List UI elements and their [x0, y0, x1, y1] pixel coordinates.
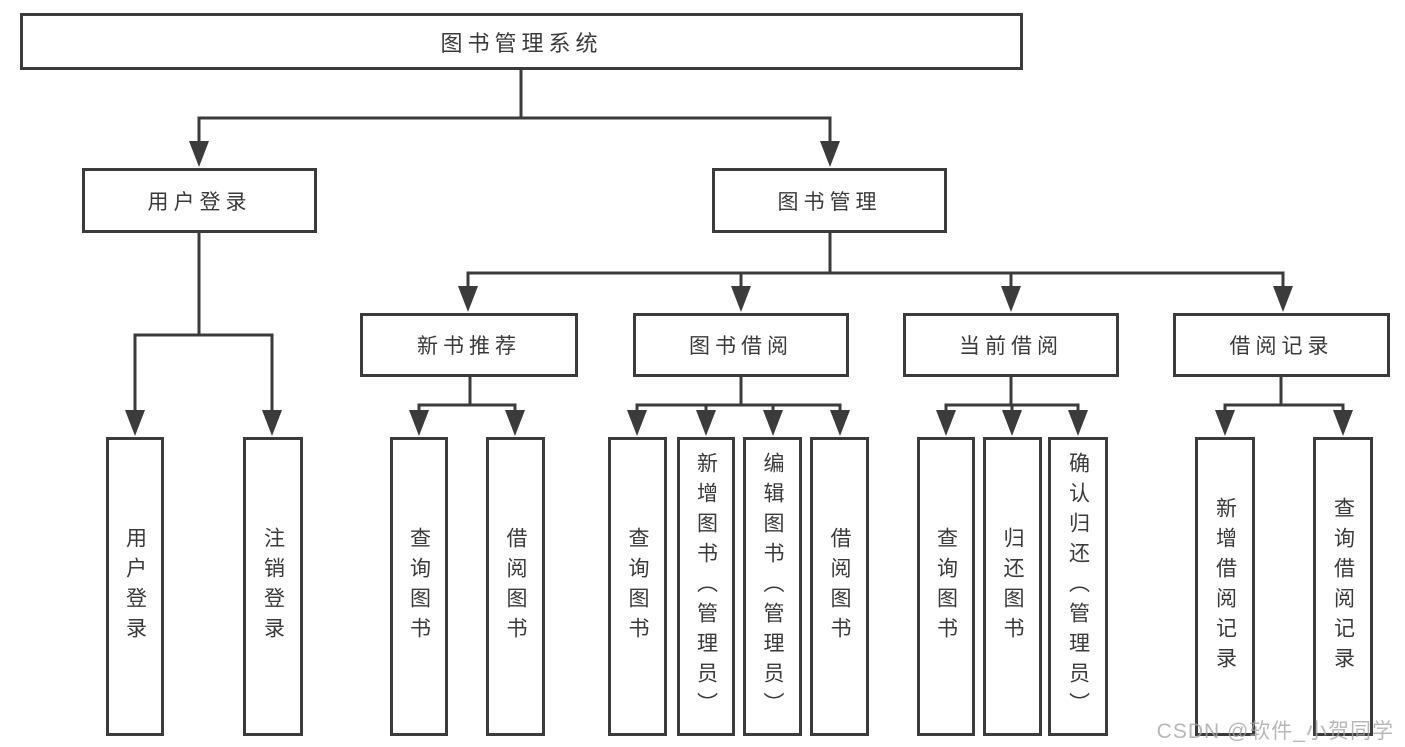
node-user-login: 用户登录 — [82, 168, 317, 233]
node-book-management: 图书管理 — [712, 168, 947, 233]
node-leaf-return-book: 归还图书 — [983, 437, 1042, 736]
node-leaf-query-books-1-label: 查询图书 — [407, 526, 431, 647]
node-book-management-label: 图书管理 — [777, 190, 882, 214]
node-leaf-confirm-return-admin-label: 确认归还（管理员） — [1066, 451, 1090, 722]
node-leaf-query-books-3-label: 查询图书 — [934, 526, 958, 647]
node-leaf-query-borrow-record: 查询借阅记录 — [1313, 437, 1373, 736]
node-book-borrowing-label: 图书借阅 — [689, 335, 793, 358]
node-new-book-recommend-label: 新书推荐 — [417, 335, 521, 358]
node-leaf-borrow-books-2-label: 借阅图书 — [828, 526, 851, 647]
node-leaf-edit-book-admin-label: 编辑图书（管理员） — [761, 451, 784, 722]
node-leaf-query-books-2: 查询图书 — [608, 437, 667, 736]
node-leaf-query-books-2-label: 查询图书 — [626, 526, 649, 647]
csdn-watermark: CSDN @软件_小贺同学 — [1156, 720, 1394, 743]
node-root: 图书管理系统 — [20, 13, 1023, 70]
node-leaf-query-books-3: 查询图书 — [917, 437, 975, 736]
node-book-borrowing: 图书借阅 — [633, 313, 849, 377]
node-leaf-user-login-label: 用户登录 — [123, 526, 147, 647]
node-current-borrowing: 当前借阅 — [903, 313, 1119, 377]
node-leaf-borrow-books-1: 借阅图书 — [486, 437, 545, 736]
node-leaf-logout: 注销登录 — [243, 437, 303, 736]
node-root-label: 图书管理系统 — [440, 30, 603, 56]
node-user-login-label: 用户登录 — [147, 190, 252, 214]
node-leaf-add-book-admin-label: 新增图书（管理员） — [694, 451, 718, 722]
node-leaf-logout-label: 注销登录 — [261, 526, 285, 647]
node-leaf-user-login: 用户登录 — [106, 437, 164, 736]
node-leaf-add-borrow-record-label: 新增借阅记录 — [1213, 496, 1237, 677]
node-leaf-add-borrow-record: 新增借阅记录 — [1195, 437, 1255, 736]
node-leaf-add-book-admin: 新增图书（管理员） — [677, 437, 735, 736]
node-leaf-query-books-1: 查询图书 — [390, 437, 448, 736]
node-borrow-records-label: 借阅记录 — [1229, 335, 1334, 358]
node-leaf-borrow-books-1-label: 借阅图书 — [504, 526, 527, 647]
node-borrow-records: 借阅记录 — [1173, 313, 1390, 377]
node-leaf-edit-book-admin: 编辑图书（管理员） — [743, 437, 802, 736]
node-new-book-recommend: 新书推荐 — [360, 313, 578, 377]
node-leaf-confirm-return-admin: 确认归还（管理员） — [1048, 437, 1108, 736]
node-current-borrowing-label: 当前借阅 — [959, 335, 1063, 358]
node-leaf-query-borrow-record-label: 查询借阅记录 — [1331, 496, 1355, 677]
node-leaf-borrow-books-2: 借阅图书 — [810, 437, 869, 736]
node-leaf-return-book-label: 归还图书 — [1001, 526, 1024, 647]
